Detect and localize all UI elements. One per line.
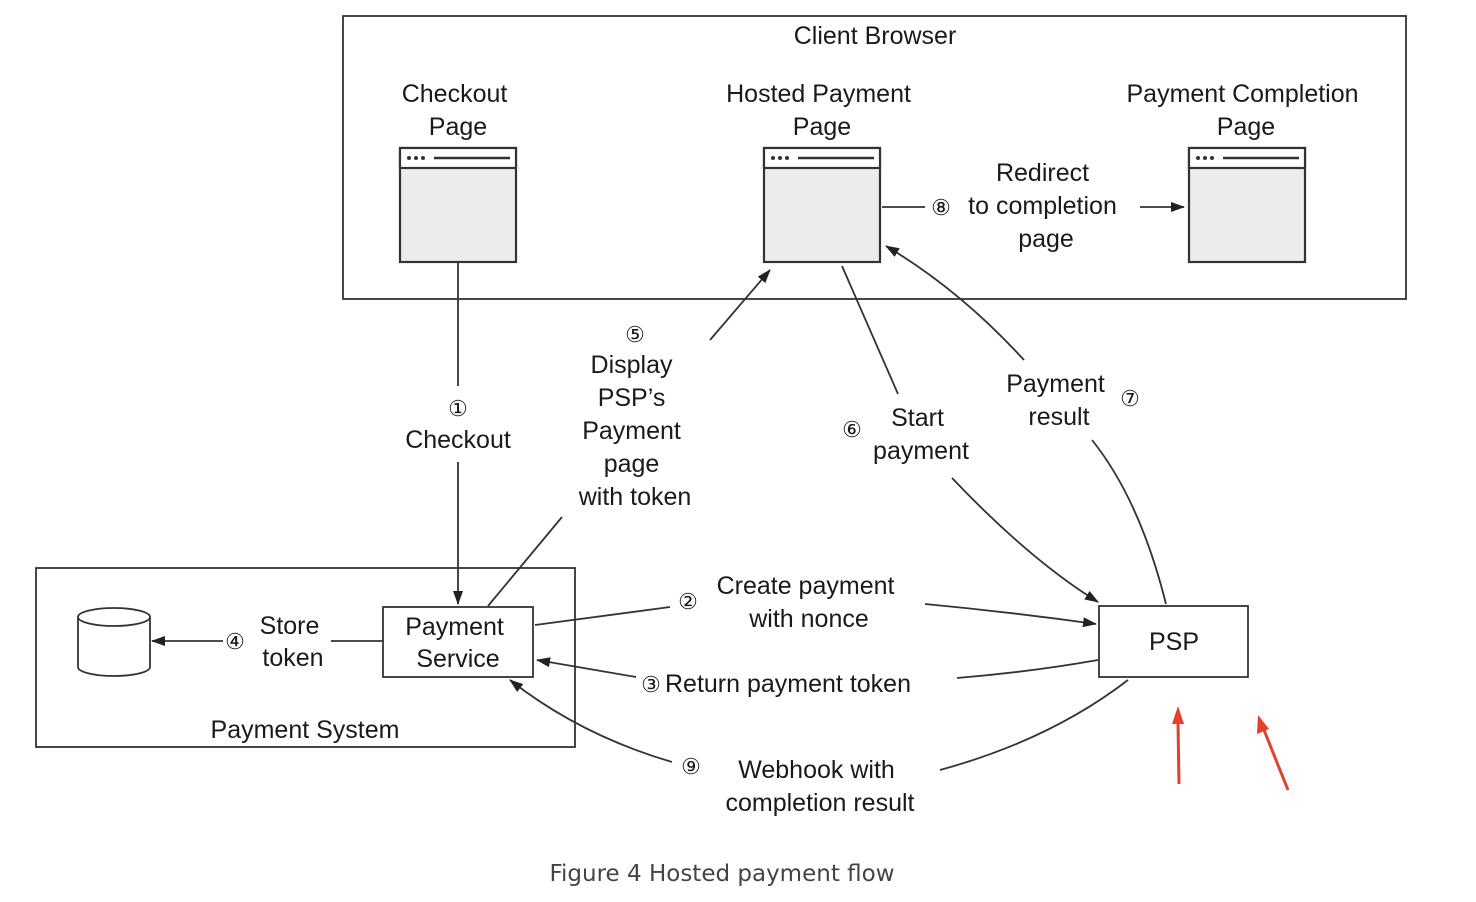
figure-caption: Figure 4 Hosted payment flow <box>549 861 894 887</box>
client-browser-label: Client Browser <box>794 22 957 50</box>
edge-create-payment <box>534 606 671 626</box>
payment-completion-page-title: Payment Completion Page <box>1126 80 1365 141</box>
step-2-label: Create payment with nonce <box>717 572 902 633</box>
hosted-payment-page-title: Hosted Payment Page <box>726 80 918 141</box>
payment-system-label: Payment System <box>211 716 400 744</box>
psp-label: PSP <box>1149 628 1199 656</box>
annotation-arrow-right <box>1257 715 1290 791</box>
checkout-page-title: Checkout Page <box>402 80 515 141</box>
edge-payment-result <box>1091 439 1167 605</box>
step-1-number: ① <box>448 396 468 421</box>
step-5-number: ⑤ <box>625 322 645 347</box>
edge-return-token <box>956 659 1099 679</box>
step-4-label: Store token <box>260 612 327 672</box>
step-6-label: Start payment <box>873 404 969 465</box>
annotation-arrow-left <box>1172 706 1184 785</box>
payment-completion-page-window-icon <box>1187 146 1307 264</box>
edge-start-payment <box>841 265 899 395</box>
step-8-label: Redirect to completion page <box>968 159 1124 253</box>
step-9-number: ⑨ <box>681 754 701 779</box>
payment-service-label: Payment Service <box>405 613 511 673</box>
step-2-number: ② <box>678 589 698 614</box>
checkout-page-window-icon <box>398 146 518 264</box>
payment-service-node <box>382 606 534 678</box>
psp-node <box>1098 605 1249 678</box>
step-6-number: ⑥ <box>842 417 862 442</box>
step-3-number: ③ <box>641 672 661 697</box>
step-7-number: ⑦ <box>1120 386 1140 411</box>
step-1-label: Checkout <box>405 426 511 454</box>
step-9-label: Webhook with completion result <box>726 756 915 817</box>
step-4-number: ④ <box>225 629 245 654</box>
edge-webhook <box>939 679 1129 771</box>
step-7-label: Payment result <box>1006 370 1112 431</box>
database-icon <box>77 607 151 677</box>
hosted-payment-page-window-icon <box>762 146 882 264</box>
step-5-label: Display PSP’s Payment page with token <box>578 351 692 511</box>
step-8-number: ⑧ <box>931 195 951 220</box>
edge-display-psp-page <box>487 516 563 607</box>
step-3-label: Return payment token <box>665 670 911 698</box>
